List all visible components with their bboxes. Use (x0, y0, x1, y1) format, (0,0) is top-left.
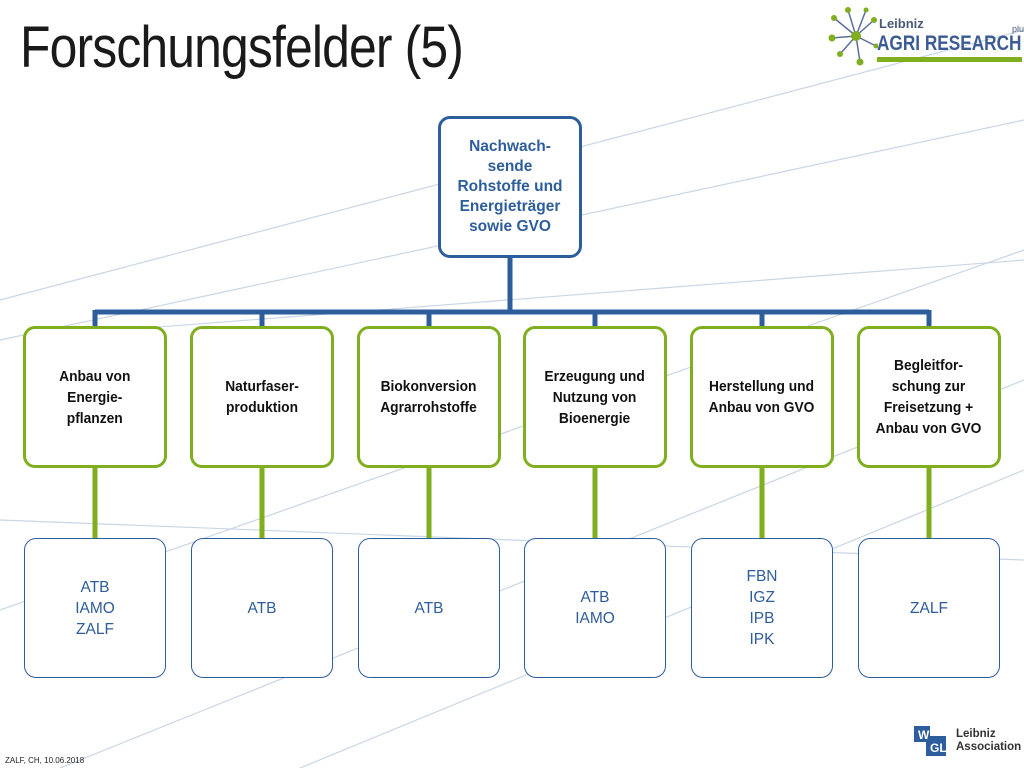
institutes-list: ATB (247, 599, 277, 617)
svg-text:GL: GL (930, 741, 947, 755)
institutes-box-bioenergie: ATB IAMO (524, 538, 666, 678)
institutes-box-begleitforschung: ZALF (858, 538, 1000, 678)
institutes-list: ATB IAMO ZALF (75, 578, 115, 638)
field-node-energiepflanzen: Anbau von Energie- pflanzen (23, 326, 167, 468)
logo-underline (877, 57, 1022, 62)
field-node-begleitforschung: Begleitfor- schung zur Freisetzung + Anb… (857, 326, 1001, 468)
institutes-list: FBN IGZ IPB IPK (746, 568, 778, 648)
institutes-box-biokonversion: ATB (358, 538, 500, 678)
root-node-label: Nachwach- sende Rohstoffe und Energieträ… (457, 138, 563, 235)
field-node-label: Erzeugung und Nutzung von Bioenergie (544, 367, 646, 427)
field-node-gvo-anbau: Herstellung und Anbau von GVO (690, 326, 834, 468)
field-node-bioenergie: Erzeugung und Nutzung von Bioenergie (523, 326, 667, 468)
field-node-biokonversion: Biokonversion Agrarrohstoffe (357, 326, 501, 468)
field-node-label: Naturfaser- produktion (225, 378, 299, 416)
leibniz-association-logo: W GL Leibniz Association (912, 720, 1022, 766)
leibniz-agri-research-logo: Leibniz plus AGRI RESEARCH (826, 6, 1024, 72)
root-node: Nachwach- sende Rohstoffe und Energieträ… (438, 116, 582, 258)
svg-text:W: W (918, 728, 930, 742)
field-node-label: Herstellung und Anbau von GVO (709, 378, 815, 416)
institutes-list: ATB IAMO (575, 589, 615, 627)
institutes-list: ZALF (910, 599, 948, 617)
network-icon (828, 7, 878, 66)
logo-leibniz-text: Leibniz (879, 16, 924, 31)
logo-agri-research-text: AGRI RESEARCH (877, 32, 1022, 55)
logo-plus-text: plus (1012, 24, 1024, 34)
footer-source: ZALF, CH, 10.06.2018 (5, 756, 85, 765)
field-node-label: Biokonversion Agrarrohstoffe (380, 378, 478, 416)
field-node-label: Begleitfor- schung zur Freisetzung + Anb… (876, 357, 982, 437)
institutes-box-energiepflanzen: ATB IAMO ZALF (24, 538, 166, 678)
slide-title: Forschungsfelder (5) (20, 15, 464, 80)
institutes-box-naturfaser: ATB (191, 538, 333, 678)
institutes-list: ATB (414, 599, 444, 617)
logo-association-text: Leibniz Association (956, 728, 1022, 753)
wgl-icon: W GL (914, 726, 947, 756)
field-node-label: Anbau von Energie- pflanzen (59, 367, 131, 427)
field-node-naturfaser: Naturfaser- produktion (190, 326, 334, 468)
institutes-box-gvo-anbau: FBN IGZ IPB IPK (691, 538, 833, 678)
